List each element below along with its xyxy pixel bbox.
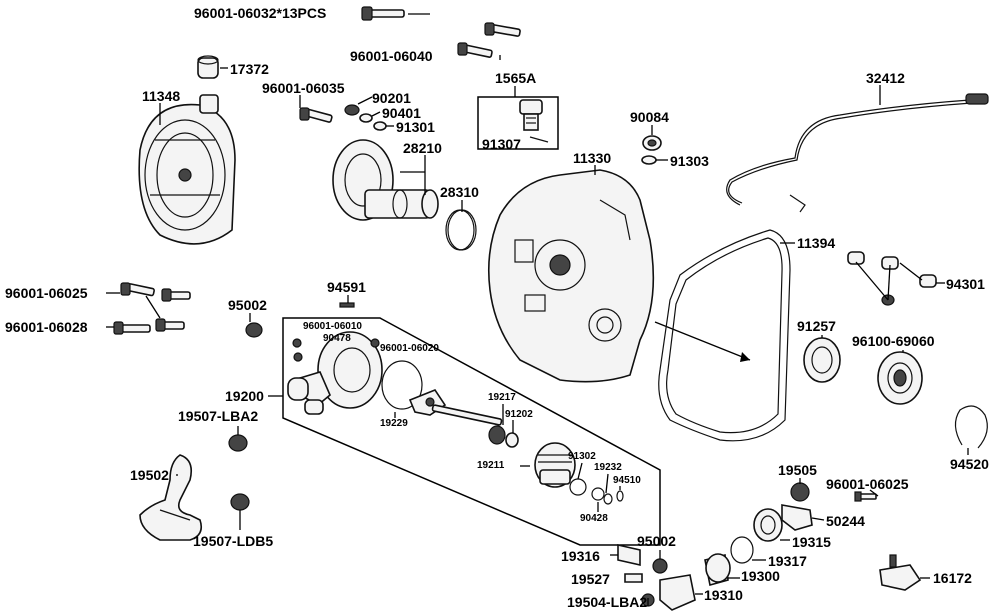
- label-11330: 11330: [573, 150, 612, 166]
- gear-19211: [534, 442, 576, 488]
- label-96001-06025-right: 96001-06025: [826, 476, 909, 492]
- label-96001-06025: 96001-06025: [5, 285, 88, 301]
- label-91307: 91307: [482, 136, 521, 152]
- label-19505: 19505: [778, 462, 817, 478]
- label-94301: 94301: [946, 276, 985, 292]
- bracket-16172: [879, 554, 922, 591]
- ring-28310: [445, 209, 477, 251]
- pipe-19310: [641, 574, 696, 611]
- label-96001-06032: 96001-06032*13PCS: [194, 5, 327, 21]
- water-pump-assembly-box: [282, 317, 661, 546]
- label-94591: 94591: [327, 279, 366, 295]
- cable-32412: [726, 93, 989, 213]
- bolt-96001-06035: [299, 107, 333, 123]
- gasket-11394: [658, 229, 791, 442]
- label-91302: 91302: [568, 451, 596, 462]
- clamp-95002: [245, 322, 263, 338]
- oil-plug-kit-1565A: [477, 96, 559, 150]
- label-96100-69060: 96100-69060: [852, 333, 935, 349]
- bolt-96001-06032: [361, 6, 405, 21]
- label-90084: 90084: [630, 109, 669, 125]
- small-rings-91302: [569, 478, 624, 505]
- label-19504-LBA2: 19504-LBA2: [567, 594, 648, 610]
- fan-cover-11348: [138, 94, 236, 245]
- thermostat-housing-19315: [704, 508, 783, 587]
- label-28210: 28210: [403, 140, 442, 156]
- label-32412: 32412: [866, 70, 905, 86]
- washer-group-90201: [344, 104, 387, 131]
- label-91257: 91257: [797, 318, 836, 334]
- clamp-19505: [790, 482, 810, 502]
- label-94510: 94510: [613, 475, 641, 486]
- label-19232: 19232: [594, 462, 622, 473]
- label-96001-06040: 96001-06040: [350, 48, 433, 64]
- bracket-50244: [781, 504, 813, 531]
- label-19315: 19315: [792, 534, 831, 550]
- label-96001-06028: 96001-06028: [5, 319, 88, 335]
- label-96001-06010: 96001-06010: [303, 321, 362, 332]
- label-90428: 90428: [580, 513, 608, 524]
- label-90401: 90401: [382, 105, 421, 121]
- label-90201: 90201: [372, 90, 411, 106]
- label-95002-bottom: 95002: [637, 533, 676, 549]
- label-19217: 19217: [488, 392, 516, 403]
- hose-19502: [139, 454, 203, 541]
- drive-plate-28210: [332, 139, 439, 221]
- label-11394: 11394: [797, 235, 836, 251]
- snap-ring-94520: [954, 405, 988, 449]
- label-91301: 91301: [396, 119, 435, 135]
- clamp-19507-LBA2: [228, 434, 248, 452]
- label-96001-06035: 96001-06035: [262, 80, 345, 96]
- label-1565A: 1565A: [495, 70, 537, 86]
- label-19527: 19527: [571, 571, 610, 587]
- label-19316: 19316: [561, 548, 600, 564]
- label-19200: 19200: [225, 388, 264, 404]
- clamp-95002-bottom: [652, 558, 668, 574]
- label-91202: 91202: [505, 409, 533, 420]
- dowel-94301: [847, 251, 937, 306]
- bushing-17372: [197, 55, 219, 79]
- label-28310: 28310: [440, 184, 479, 200]
- label-90478: 90478: [323, 333, 351, 344]
- label-94520: 94520: [950, 456, 989, 472]
- label-19502: 19502: [130, 467, 169, 483]
- label-19229: 19229: [380, 418, 408, 429]
- label-19300: 19300: [741, 568, 780, 584]
- label-96001-06020: 96001-06020: [380, 343, 439, 354]
- label-19310: 19310: [704, 587, 743, 603]
- label-95002: 95002: [228, 297, 267, 313]
- pin-94591: [339, 302, 355, 308]
- label-16172: 16172: [933, 570, 972, 586]
- label-17372: 17372: [230, 61, 269, 77]
- bolt-96001-06025-right: [854, 491, 877, 502]
- bearing-91257: [803, 337, 841, 383]
- bolt-96001-06028: [113, 318, 185, 335]
- plug-90084: [641, 135, 662, 165]
- clamp-19507-LDB5: [230, 493, 250, 511]
- label-19507-LBA2: 19507-LBA2: [178, 408, 259, 424]
- label-11348: 11348: [142, 88, 181, 104]
- part-19527: [624, 573, 643, 583]
- bolt-96001-06025: [120, 282, 191, 302]
- label-19507-LDB5: 19507-LDB5: [193, 533, 274, 549]
- pump-body-19200: [287, 331, 383, 415]
- bearing-96100-69060: [877, 351, 923, 405]
- shaft-19217: [431, 404, 519, 448]
- label-91303: 91303: [670, 153, 709, 169]
- label-19317: 19317: [768, 553, 807, 569]
- main-case-11330: [487, 169, 751, 383]
- label-50244: 50244: [826, 513, 865, 529]
- label-19211: 19211: [477, 460, 505, 471]
- bolt-96001-06040: [457, 22, 521, 58]
